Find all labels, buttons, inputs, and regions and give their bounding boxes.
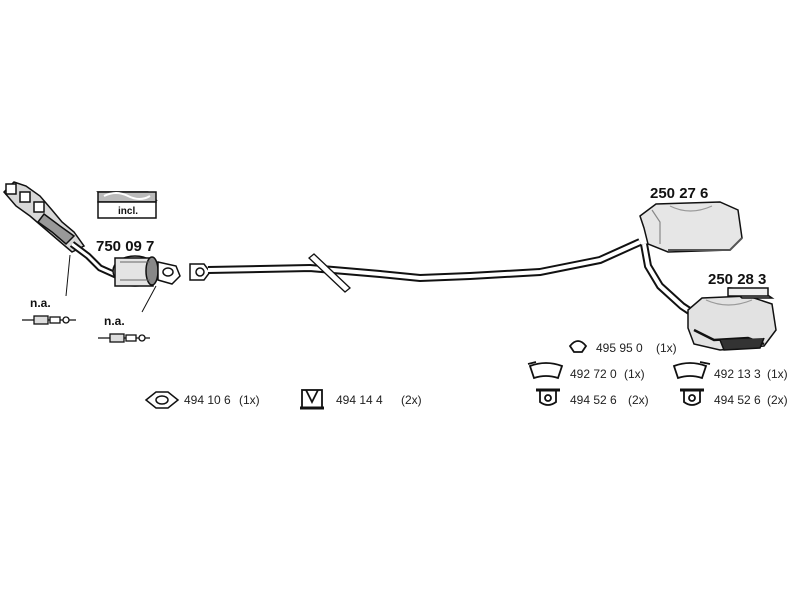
accessory-qty-2: (2x) [401, 393, 422, 407]
middle-pipe [207, 238, 642, 283]
exhaust-manifold [2, 181, 86, 253]
converter-outlet-flange [157, 261, 181, 285]
catalytic-converter [112, 255, 159, 287]
rubber-ring-icon [568, 340, 588, 353]
accessory-qty-7: (2x) [767, 393, 788, 407]
lambda-sensor-1-leader [65, 254, 71, 297]
included-hardware-box [96, 191, 158, 219]
accessory-code-5: 494 52 6 [570, 393, 617, 407]
accessory-qty-1: (1x) [239, 393, 260, 407]
rear-silencer-lower [687, 287, 777, 351]
lambda-sensor-2 [98, 333, 150, 343]
lambda-sensor-1 [22, 315, 76, 325]
middle-pipe-hanger [308, 253, 351, 293]
accessory-code-4: 492 72 0 [570, 367, 617, 381]
strap-clamp-icon-left [527, 361, 564, 380]
accessory-qty-6: (1x) [767, 367, 788, 381]
accessory-qty-5: (2x) [628, 393, 649, 407]
part-number-rear-silencer-lower: 250 28 3 [708, 271, 766, 288]
accessory-qty-3: (1x) [656, 341, 677, 355]
strap-clamp-icon-right [672, 361, 711, 380]
accessory-code-3: 495 95 0 [596, 341, 643, 355]
accessory-code-2: 494 14 4 [336, 393, 383, 407]
included-label: incl. [118, 206, 138, 217]
rubber-mount-icon-right [680, 388, 704, 406]
clamp-bracket-icon [300, 389, 324, 410]
rubber-mount-icon-left [536, 388, 560, 406]
rear-silencer-upper [639, 201, 743, 253]
rear-connecting-pipe [640, 243, 697, 318]
middle-pipe-flange [189, 263, 211, 281]
accessory-code-1: 494 10 6 [184, 393, 231, 407]
not-available-label-2: n.a. [104, 314, 125, 328]
not-available-label-1: n.a. [30, 296, 51, 310]
lambda-sensor-2-leader [141, 285, 157, 313]
accessory-code-6: 492 13 3 [714, 367, 761, 381]
part-number-catalytic-converter: 750 09 7 [96, 238, 154, 255]
accessory-code-7: 494 52 6 [714, 393, 761, 407]
accessory-qty-4: (1x) [624, 367, 645, 381]
part-number-rear-silencer-upper: 250 27 6 [650, 185, 708, 202]
gasket-icon [144, 391, 180, 409]
